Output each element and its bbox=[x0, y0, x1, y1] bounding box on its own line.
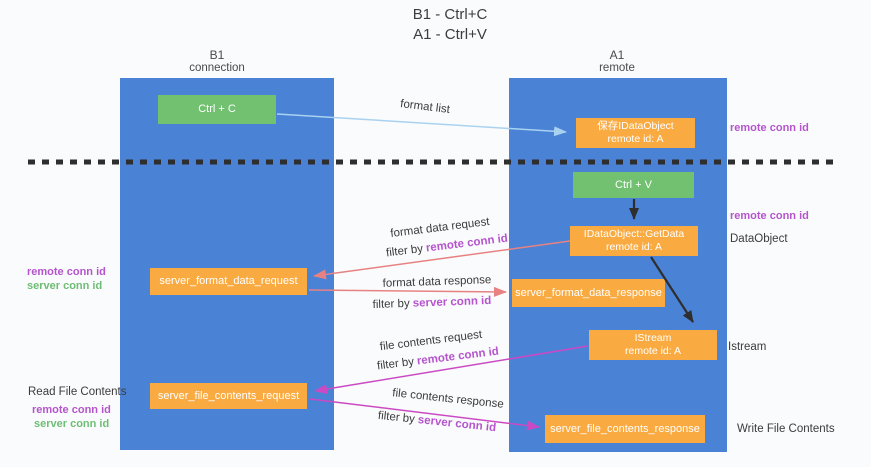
node-server-format-data-request: server_format_data_request bbox=[150, 268, 307, 295]
server-file-contents-request-label: server_file_contents_request bbox=[157, 389, 300, 402]
title-line-1: B1 - Ctrl+C bbox=[412, 6, 488, 23]
server-format-data-request-label: server_format_data_request bbox=[159, 275, 298, 287]
label-format-list: format list bbox=[399, 98, 451, 116]
diagram-title: B1 - Ctrl+C A1 - Ctrl+V bbox=[300, 5, 600, 45]
arrow-format-data-response bbox=[308, 286, 507, 297]
annotation-remote-conn-id-left1: remote conn id bbox=[27, 266, 106, 278]
ctrl-c-label: Ctrl + C bbox=[198, 103, 236, 115]
lifeline-b1-subtitle: connection bbox=[189, 62, 245, 74]
annotation-istream: Istream bbox=[728, 341, 767, 353]
node-idataobject-getdata: IDataObject::GetData remote id: A bbox=[570, 226, 698, 256]
remote-conn-id-text: remote conn id bbox=[416, 345, 500, 368]
lifeline-a1-subtitle: remote bbox=[599, 62, 635, 74]
annotation-read-file-contents: Read File Contents bbox=[28, 386, 127, 398]
remote-conn-id-text: remote conn id bbox=[425, 232, 509, 255]
label-file-contents-response: file contents response bbox=[391, 387, 505, 411]
getdata-line2: remote id: A bbox=[605, 241, 663, 253]
server-conn-id-text: server conn id bbox=[417, 414, 497, 435]
lifeline-header-b1: B1 connection bbox=[120, 48, 314, 75]
node-server-file-contents-request: server_file_contents_request bbox=[150, 383, 307, 409]
annotation-server-conn-id-left2: server conn id bbox=[34, 418, 110, 430]
node-server-file-contents-response: server_file_contents_response bbox=[545, 415, 705, 443]
title-line-2: A1 - Ctrl+V bbox=[413, 26, 487, 43]
istream-line2: remote id: A bbox=[624, 345, 682, 357]
annotation-dataobject: DataObject bbox=[730, 233, 788, 245]
server-format-data-response-label: server_format_data_response bbox=[515, 286, 662, 299]
filter-by-text: filter by bbox=[376, 355, 415, 373]
node-istream: IStream remote id: A bbox=[589, 330, 717, 360]
annotation-write-file-contents: Write File Contents bbox=[737, 423, 835, 435]
save-idataobject-line2: remote id: A bbox=[607, 133, 664, 145]
annotation-remote-conn-id-left2: remote conn id bbox=[32, 404, 111, 416]
getdata-line1: IDataObject::GetData bbox=[583, 228, 685, 240]
node-save-idataobject: 保存IDataObject remote id: A bbox=[576, 118, 695, 148]
server-conn-id-text: server conn id bbox=[412, 294, 492, 310]
filter-by-text: filter by bbox=[385, 242, 424, 260]
filter-by-text: filter by bbox=[377, 409, 416, 426]
ctrl-v-label: Ctrl + V bbox=[615, 178, 652, 191]
annotation-server-conn-id-left1: server conn id bbox=[27, 280, 103, 292]
filter-by-text: filter by bbox=[372, 297, 410, 312]
lifeline-b1-name: B1 bbox=[209, 48, 225, 62]
save-idataobject-line1: 保存IDataObject bbox=[597, 120, 674, 132]
label-format-data-response: format data response bbox=[382, 274, 492, 290]
annotation-remote-conn-id-mid: remote conn id bbox=[730, 210, 809, 222]
lifeline-a1-name: A1 bbox=[609, 48, 625, 62]
server-file-contents-response-label: server_file_contents_response bbox=[550, 422, 700, 435]
node-server-format-data-response: server_format_data_response bbox=[512, 279, 665, 307]
annotation-remote-conn-id-top: remote conn id bbox=[730, 122, 809, 134]
node-ctrl-v: Ctrl + V bbox=[573, 172, 694, 198]
node-ctrl-c: Ctrl + C bbox=[158, 95, 276, 124]
istream-line1: IStream bbox=[634, 332, 672, 344]
lifeline-header-a1: A1 remote bbox=[520, 48, 714, 75]
